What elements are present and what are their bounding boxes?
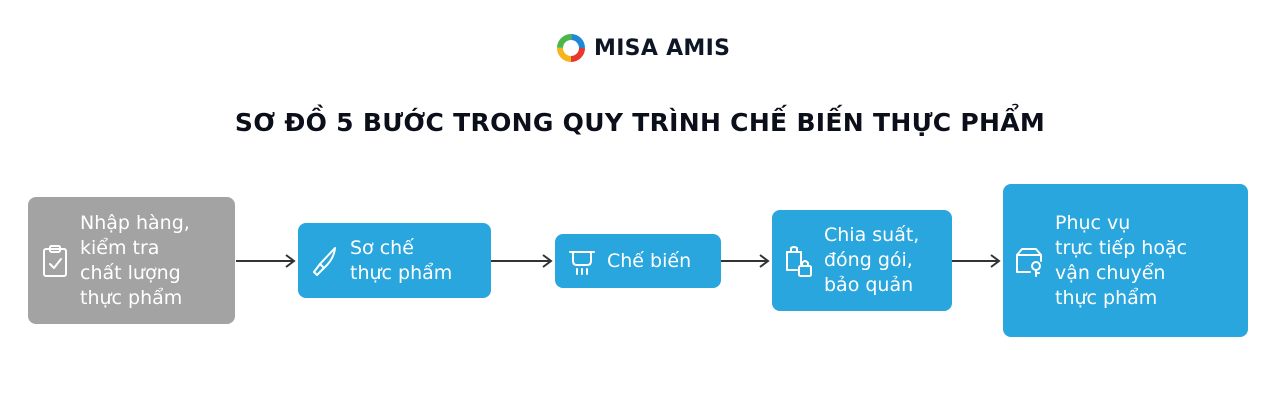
arrow-4 — [952, 254, 1001, 268]
clipboard-check-icon — [40, 244, 70, 278]
arrow-3 — [721, 254, 770, 268]
step-3-label: Chế biến — [607, 249, 692, 272]
step-1-label: Nhập hàng, kiểm tra chất lượng thực phẩm — [80, 211, 190, 309]
misa-logo-icon — [557, 34, 585, 62]
step-1-box: Nhập hàng, kiểm tra chất lượng thực phẩm — [28, 197, 235, 324]
knife-icon — [310, 245, 340, 277]
package-lock-icon — [784, 244, 814, 278]
step-5-label: Phục vụ trực tiếp hoặc vận chuyển thực p… — [1055, 211, 1188, 309]
delivery-box-icon — [1013, 244, 1045, 278]
arrow-2 — [491, 254, 553, 268]
brand-header: MISA AMIS — [556, 32, 730, 64]
page-title: SƠ ĐỒ 5 BƯỚC TRONG QUY TRÌNH CHẾ BIẾN TH… — [234, 108, 1046, 137]
step-4-label: Chia suất, đóng gói, bảo quản — [824, 224, 920, 296]
step-2-label: Sơ chế thực phẩm — [350, 236, 453, 284]
brand-name: MISA AMIS — [594, 35, 731, 61]
step-2-box: Sơ chế thực phẩm — [298, 223, 491, 298]
step-4-box: Chia suất, đóng gói, bảo quản — [772, 210, 952, 311]
arrow-1 — [236, 254, 296, 268]
step-5-box: Phục vụ trực tiếp hoặc vận chuyển thực p… — [1003, 184, 1248, 337]
step-3-box: Chế biến — [555, 234, 721, 288]
cooking-pot-icon — [567, 246, 597, 276]
